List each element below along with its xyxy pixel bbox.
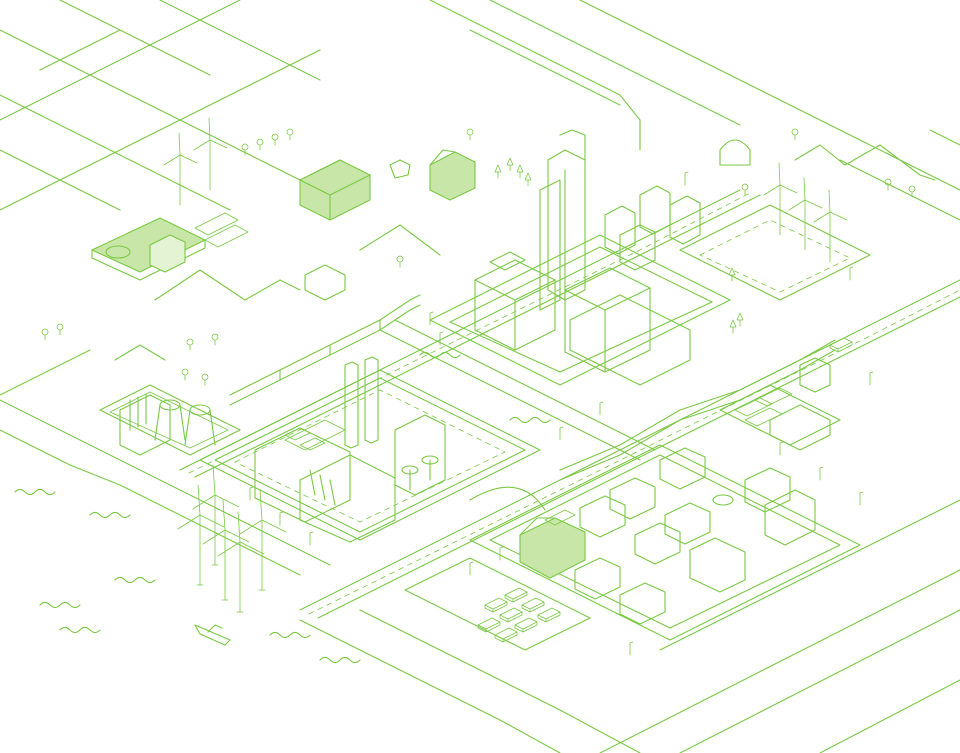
downtown bbox=[474, 129, 701, 386]
mountains bbox=[114, 144, 936, 361]
power-plant bbox=[119, 393, 216, 456]
roads bbox=[179, 189, 960, 619]
farm bbox=[91, 149, 476, 281]
boat bbox=[194, 624, 231, 646]
sheds bbox=[304, 139, 831, 451]
wind-turbines bbox=[163, 117, 848, 613]
neighborhood bbox=[519, 447, 816, 625]
city-blocks bbox=[99, 204, 871, 651]
elevated-bridge bbox=[229, 294, 836, 511]
water-waves bbox=[14, 351, 551, 664]
street-lamps bbox=[249, 171, 874, 656]
